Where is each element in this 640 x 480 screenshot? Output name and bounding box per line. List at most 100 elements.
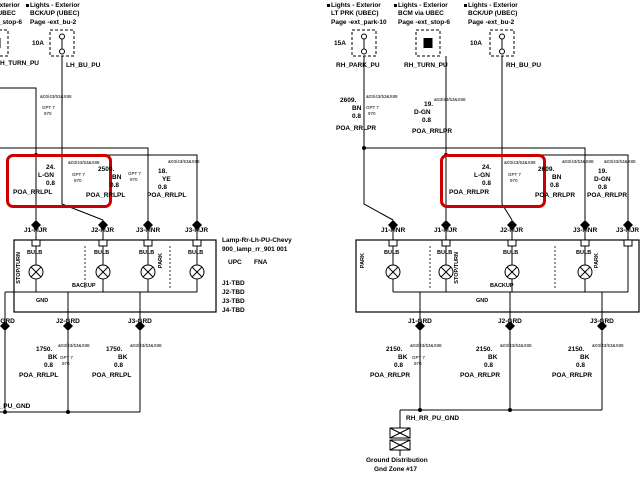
- gpt-code: GPT 7: [412, 355, 425, 360]
- wire-gauge: 0.8: [110, 182, 120, 189]
- wire-number: 19.: [598, 168, 608, 175]
- harness-frame: POA_RRLPR: [370, 372, 411, 379]
- harness-frame: POA_RRLPL: [13, 189, 53, 196]
- fuse-rating: 10A: [32, 40, 44, 47]
- gpt-code: GPT 7: [366, 105, 379, 110]
- gpt-code: 970: [44, 111, 52, 116]
- feed-line: BCK/UP (UBEC): [30, 10, 80, 18]
- wire-gauge: 0.8: [550, 182, 560, 189]
- wire-color: BK: [488, 354, 498, 361]
- connector-label: J2-GRD: [56, 318, 80, 325]
- lamp-function-backup: BACKUP: [490, 283, 514, 289]
- option-note: &03/43/53&X88: [410, 343, 442, 348]
- feed-line: Page -ext_stop-6: [0, 18, 23, 26]
- lamp-function-park: PARK: [158, 253, 164, 269]
- harness-frame: POA_RRLPR: [552, 372, 593, 379]
- wire-color: YE: [162, 176, 171, 183]
- gpt-code: GPT 7: [42, 105, 55, 110]
- lamp-function-backup: BACKUP: [72, 283, 96, 289]
- feed-line: Lights - Exterior: [0, 2, 20, 9]
- lamp-gnd-label: GND: [476, 298, 489, 304]
- feed-line: Page -ext_park-10: [331, 18, 387, 26]
- feed-ref-lh-stop[interactable]: Lights - Exterior BCM via UBEC Page -ext…: [0, 2, 22, 27]
- feed-line: Lights - Exterior: [30, 2, 80, 9]
- left-lamp-pins: [31, 239, 202, 247]
- wire-number: 1750.: [106, 346, 123, 353]
- left-lamp-bulbs: [5, 246, 205, 293]
- connector-label: J1-MJR: [24, 227, 48, 234]
- option-note: &03/43/53&X88: [592, 343, 624, 348]
- connector-label: J2-MJR: [91, 227, 115, 234]
- connector-label: J3-MNR: [573, 227, 598, 234]
- bulb-label: BULB: [27, 250, 43, 256]
- lamp-part-name: Lamp-Rr-Lh-PU-Chevy: [222, 237, 292, 244]
- wire-number: 24.: [482, 164, 492, 171]
- wire-gauge: 0.8: [482, 180, 492, 187]
- feed-ref-rh-park[interactable]: Lights - Exterior LT PRK (UBEC) Page -ex…: [331, 2, 387, 27]
- option-note: &03/43/53&X88: [434, 97, 466, 102]
- option-note: &03/43/53&X88: [168, 159, 200, 164]
- option-note: &03/43/53&X88: [366, 94, 398, 99]
- bulb-label: BULB: [576, 250, 592, 256]
- feed-ref-rh-stop[interactable]: Lights - Exterior BCM via UBEC Page -ext…: [398, 2, 450, 27]
- connector-label: J3-MNR: [136, 227, 161, 234]
- feed-line: Page -ext_stop-6: [398, 18, 451, 26]
- gpt-code: GPT 7: [508, 172, 521, 177]
- tbd-label: J2-TBD: [222, 289, 245, 296]
- tbd-label: J4-TBD: [222, 307, 245, 314]
- harness-frame: POA_RRLPL: [19, 372, 59, 379]
- feed-ref-lh-backup[interactable]: Lights - Exterior BCK/UP (UBEC) Page -ex…: [30, 2, 80, 27]
- wire-gauge: 0.8: [352, 113, 362, 120]
- wire-color: BK: [118, 354, 128, 361]
- wire-gauge: 0.8: [484, 362, 494, 369]
- lamp-function-stop-turn: STOP/TURN: [16, 252, 22, 284]
- feed-ref-rh-backup[interactable]: Lights - Exterior BCK/UP (UBEC) Page -ex…: [468, 2, 518, 27]
- option-note: &03/43/53&X88: [562, 159, 594, 164]
- connector-label: J2-MJR: [500, 227, 524, 234]
- connector-label: J3-GRD: [590, 318, 614, 325]
- connector-label: J3-GRD: [128, 318, 152, 325]
- wire-color: BN: [552, 174, 562, 181]
- connector-label: J3-MJR: [616, 227, 640, 234]
- lamp-function-park: PARK: [594, 253, 600, 269]
- wire-color: D-GN: [594, 176, 611, 183]
- option-note: &03/43/53&X88: [604, 159, 636, 164]
- harness-frame: POA_RRLPR: [449, 189, 490, 196]
- right-lamp-box: [355, 239, 640, 313]
- bulb-label: BULB: [384, 250, 400, 256]
- highlight-box-left: [6, 154, 112, 208]
- wire-color: D-GN: [414, 109, 431, 116]
- harness-frame: POA_RRLPL: [92, 372, 132, 379]
- bulb-label: BULB: [188, 250, 204, 256]
- fuse-boxes: [0, 29, 515, 57]
- wire-color: BK: [398, 354, 408, 361]
- gpt-code: 970: [510, 178, 518, 183]
- bulb-label: BULB: [94, 250, 110, 256]
- feed-line: Page -ext_bu-2: [30, 18, 77, 26]
- ground-zone-label: Gnd Zone #17: [374, 466, 417, 473]
- connector-label: J1-MJR: [434, 227, 458, 234]
- tbd-label: J3-TBD: [222, 298, 245, 305]
- highlight-box-right: [440, 154, 546, 208]
- wire-gauge: 0.8: [576, 362, 586, 369]
- option-note: &03/43/53&X88: [68, 160, 100, 165]
- wire-label-lh-turn: LH_TURN_PU: [0, 60, 39, 67]
- connector-label: J1-MNR: [381, 227, 406, 234]
- connector-label: J3-MJR: [185, 227, 209, 234]
- feed-line: BCM via UBEC: [0, 10, 16, 18]
- fuse-icons: [0, 33, 505, 55]
- wire-number: 2509.: [98, 166, 115, 173]
- harness-frame: POA_RRLPR: [535, 192, 576, 199]
- wire-number: 1750.: [36, 346, 53, 353]
- wire-color: BK: [48, 354, 58, 361]
- wire-label-rh-park: RH_PARK_PU: [336, 62, 380, 69]
- wire-label-lh-bu: LH_BU_PU: [66, 62, 101, 69]
- left-lamp-box: [13, 239, 217, 313]
- wire-gauge: 0.8: [422, 117, 432, 124]
- wire-label-lh-gnd: LH_RR_PU_GND: [0, 403, 31, 410]
- harness-frame: POA_RRLPR: [587, 192, 628, 199]
- gpt-code: GPT 7: [60, 355, 73, 360]
- option-note: &03/43/53&X88: [40, 94, 72, 99]
